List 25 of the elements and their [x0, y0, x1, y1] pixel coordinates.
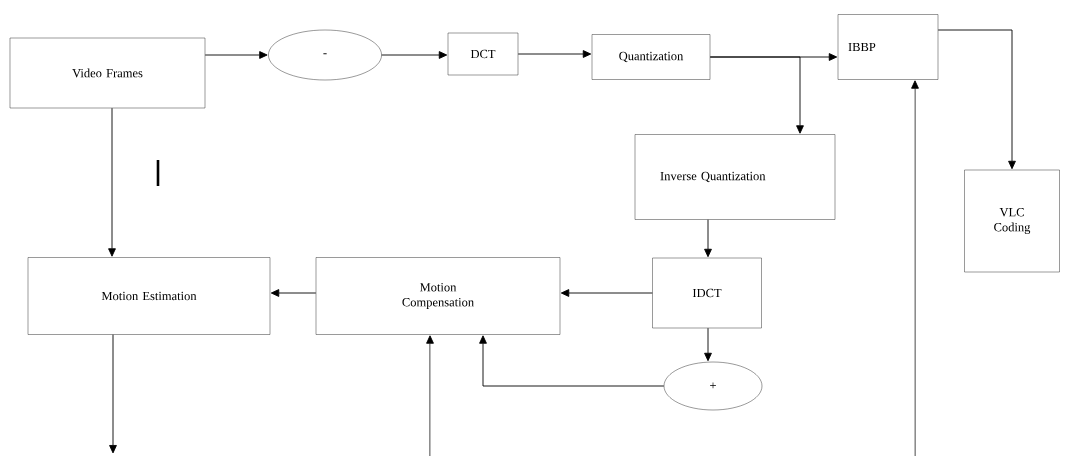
process-box: IDCT	[652, 257, 762, 329]
arrow	[204, 51, 268, 59]
arrow	[911, 80, 919, 456]
process-box: VLC Coding	[964, 169, 1060, 273]
process-box: IBBP	[837, 14, 939, 80]
process-box: Video Frames	[9, 37, 206, 109]
arrow	[270, 289, 317, 297]
arrow	[704, 327, 712, 362]
process-box: Motion Estimation	[27, 257, 271, 335]
arrow	[560, 289, 653, 297]
ellipse-node: -	[268, 29, 382, 81]
process-box: Quantization	[591, 34, 711, 80]
process-box: DCT	[447, 32, 519, 76]
arrow	[381, 51, 448, 59]
process-box: Inverse Quantization	[634, 134, 836, 220]
arrow	[937, 29, 1016, 170]
process-box: Motion Compensation	[315, 257, 561, 335]
ellipse-node: +	[663, 361, 763, 411]
arrow	[108, 107, 116, 257]
arrow	[479, 335, 665, 387]
arrow	[517, 50, 592, 58]
arrow	[704, 219, 712, 258]
arrow	[109, 334, 117, 454]
arrow	[709, 56, 804, 134]
arrow	[426, 335, 434, 456]
